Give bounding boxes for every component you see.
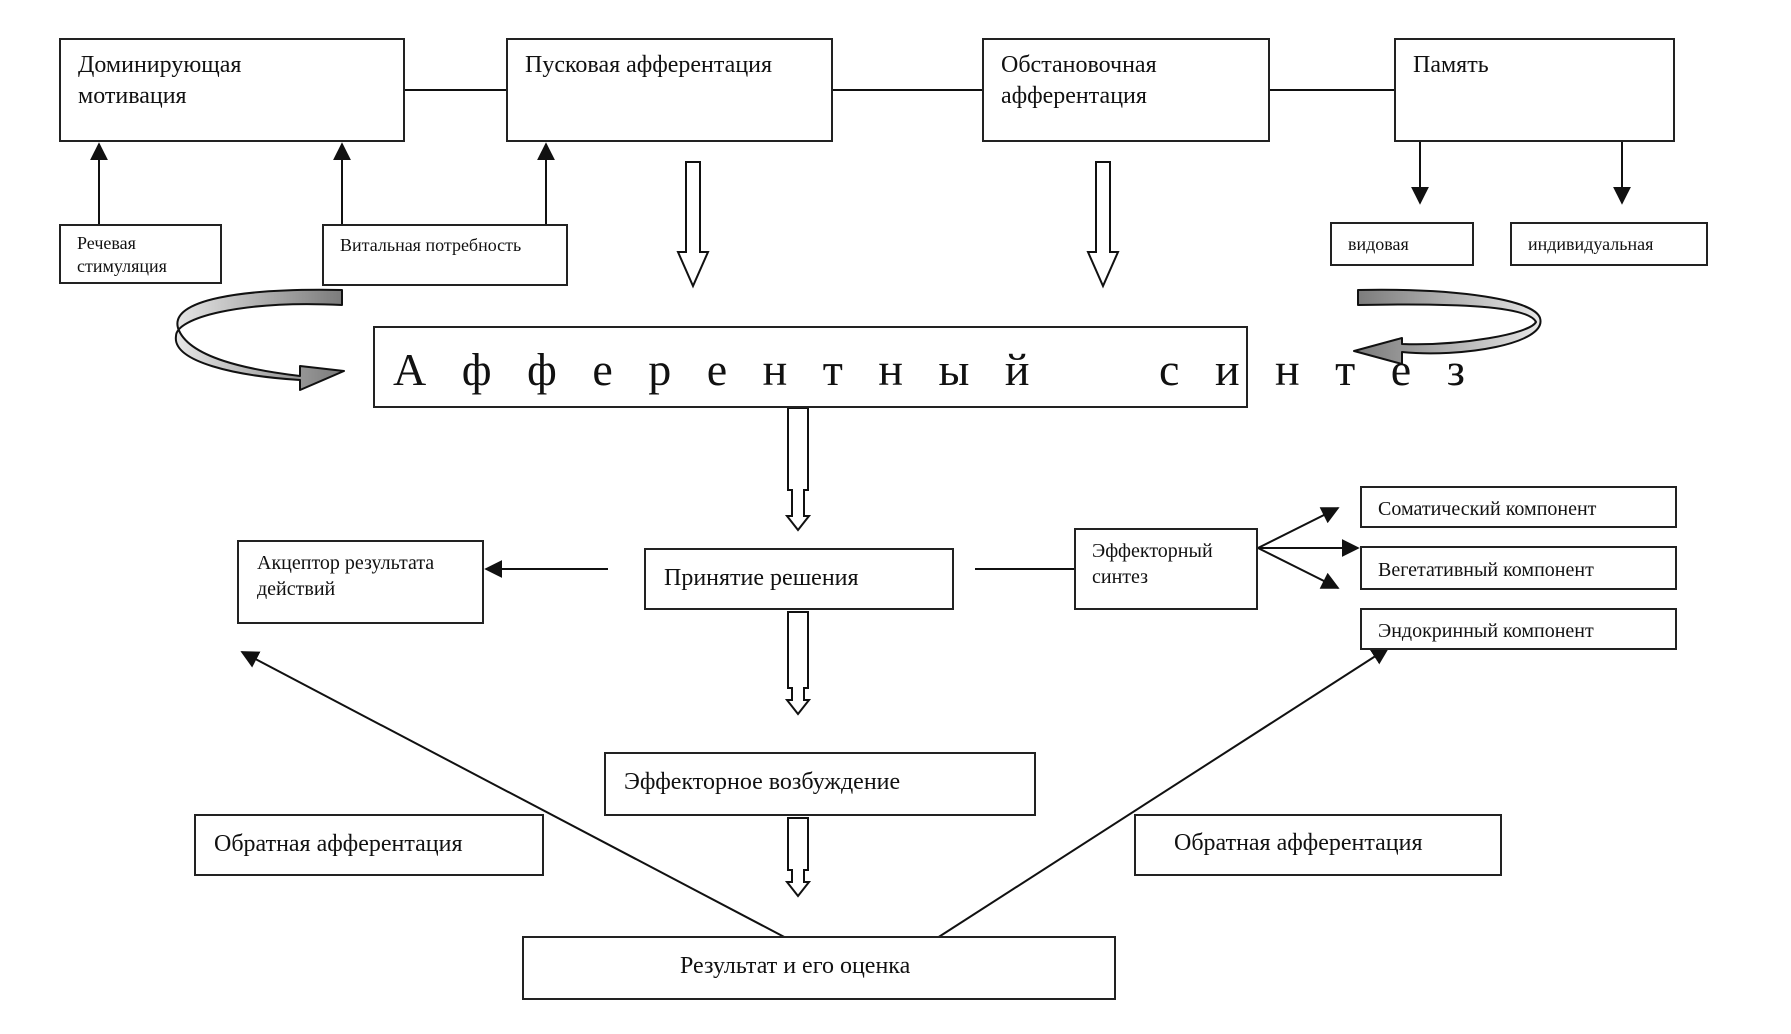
situational-afferentation-label: Обстановочная афферентация (1001, 52, 1157, 110)
result-box: Результат и его оценка (522, 936, 1116, 1000)
memory-box: Память (1394, 38, 1675, 142)
endocrine-component-label: Эндокринный компонент (1378, 620, 1594, 642)
speech-stimulation-label: Речевая стимуляция (77, 233, 167, 277)
trigger-afferentation-label: Пусковая афферентация (525, 52, 773, 78)
afferent-synthesis-label: А ф ф е р е н т н ы й с и н т е з (393, 344, 1477, 395)
dominant-motivation-box: Доминирующая мотивация (59, 38, 405, 142)
feedback-line-right (933, 647, 1390, 941)
speech-stimulation-box: Речевая стимуляция (59, 224, 222, 284)
arrow-efferent-to-endocrine (1257, 547, 1340, 589)
feedback-line-left (240, 651, 791, 941)
species-memory-label: видовая (1348, 234, 1409, 254)
memory-label: Память (1413, 52, 1489, 78)
action-acceptor-label: Акцептор результата действий (257, 552, 435, 600)
trigger-afferentation-box: Пусковая афферентация (506, 38, 833, 142)
hollow-arrow-synthesis-to-decision (784, 407, 812, 532)
vegetative-component-box: Вегетативный компонент (1360, 546, 1677, 590)
hollow-arrow-trigger-down (676, 161, 710, 289)
vital-need-box: Витальная потребность (322, 224, 568, 286)
vital-need-label: Витальная потребность (340, 235, 522, 255)
endocrine-component-box: Эндокринный компонент (1360, 608, 1677, 650)
situational-afferentation-box: Обстановочная афферентация (982, 38, 1270, 142)
species-memory-box: видовая (1330, 222, 1474, 266)
feedback-left-box: Обратная афферентация (194, 814, 544, 876)
decision-box: Принятие решения (644, 548, 954, 610)
feedback-right-box: Обратная афферентация (1134, 814, 1502, 876)
individual-memory-label: индивидуальная (1528, 234, 1654, 254)
curled-arrow-left (174, 288, 345, 391)
efferent-excitation-label: Эффекторное возбуждение (624, 769, 901, 795)
action-acceptor-box: Акцептор результата действий (237, 540, 484, 624)
decision-label: Принятие решения (664, 565, 859, 591)
hollow-arrow-situational-down (1086, 161, 1120, 289)
result-label: Результат и его оценка (680, 953, 911, 979)
curled-arrow-right (1353, 288, 1542, 365)
efferent-excitation-box: Эффекторное возбуждение (604, 752, 1036, 816)
hollow-arrow-excitation-to-result (784, 817, 812, 898)
efferent-synthesis-box: Эффекторный синтез (1074, 528, 1258, 610)
feedback-left-label: Обратная афферентация (214, 831, 463, 857)
arrow-efferent-to-somatic (1257, 507, 1340, 549)
somatic-component-box: Соматический компонент (1360, 486, 1677, 528)
dominant-motivation-label: Доминирующая мотивация (78, 52, 242, 110)
feedback-right-label: Обратная афферентация (1174, 830, 1423, 856)
hollow-arrow-decision-to-excitation (784, 611, 812, 716)
somatic-component-label: Соматический компонент (1378, 498, 1597, 520)
individual-memory-box: индивидуальная (1510, 222, 1708, 266)
vegetative-component-label: Вегетативный компонент (1378, 559, 1594, 581)
afferent-synthesis-box: А ф ф е р е н т н ы й с и н т е з (373, 326, 1465, 408)
efferent-synthesis-label: Эффекторный синтез (1092, 540, 1213, 588)
